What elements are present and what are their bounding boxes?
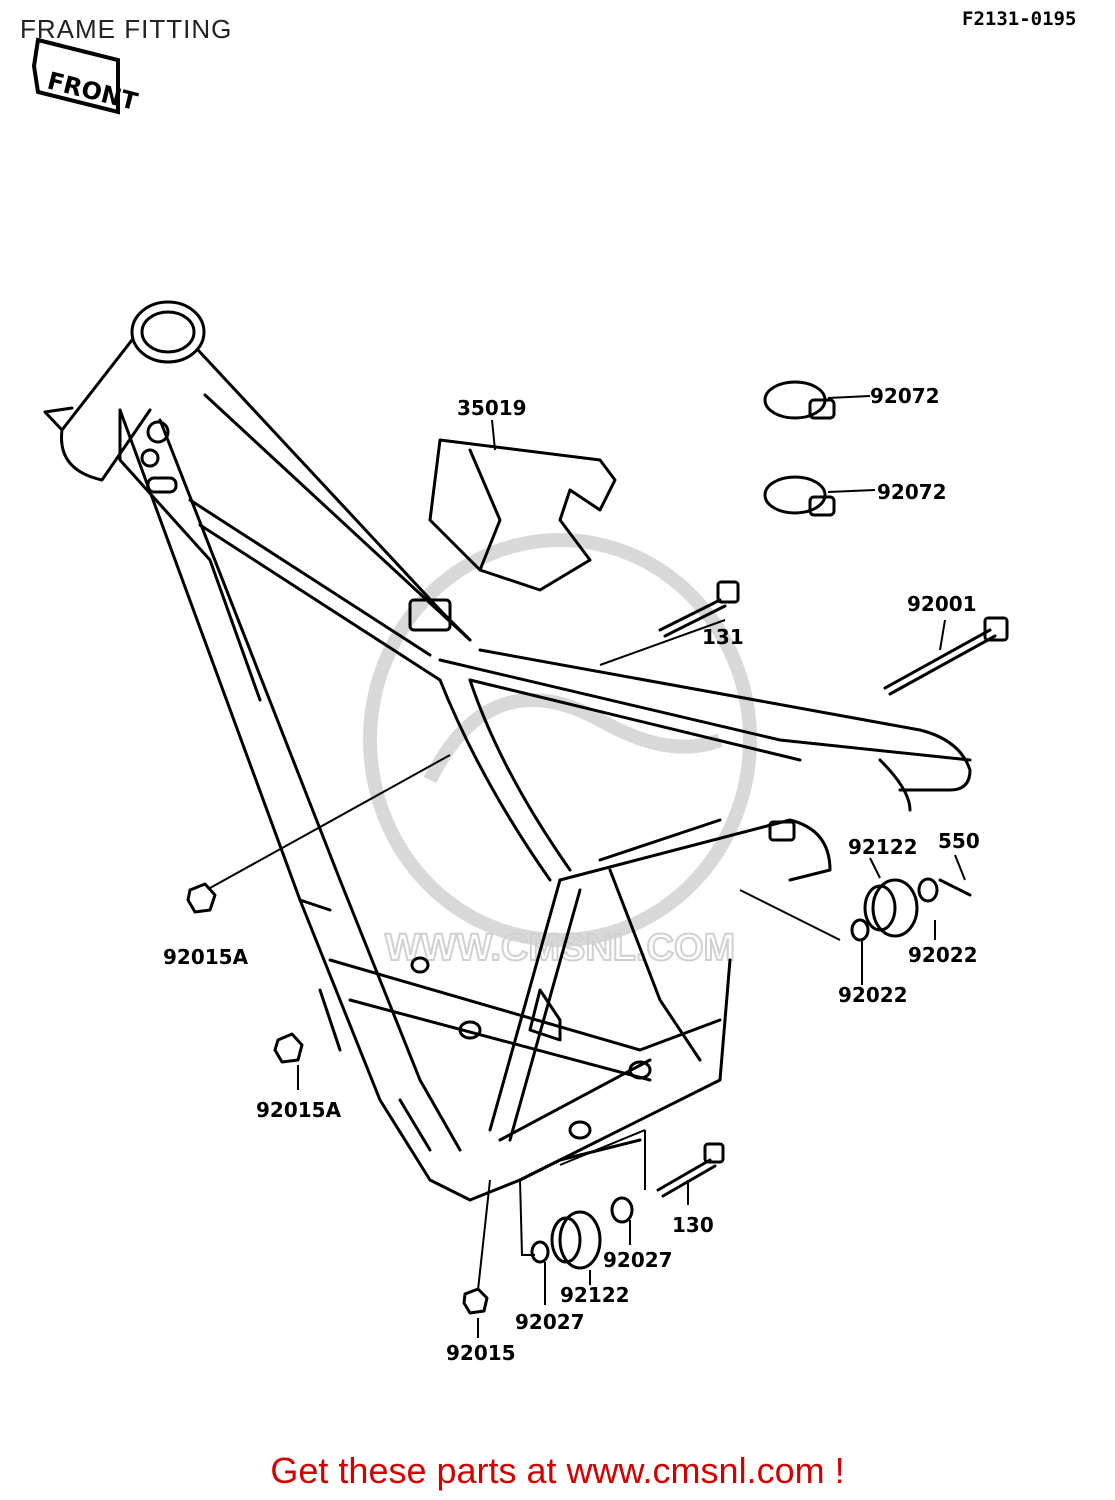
fittings (188, 382, 1007, 1313)
callout-92072-upper[interactable]: 92072 (870, 384, 940, 408)
bolt-131 (660, 600, 720, 630)
hose-clamp-lower (765, 477, 825, 513)
watermark-logo (370, 540, 750, 940)
callout-92027-lower[interactable]: 92027 (515, 1310, 585, 1334)
nut-92015 (464, 1289, 487, 1313)
callout-92122-lower[interactable]: 92122 (560, 1283, 630, 1307)
leader-lines (210, 396, 965, 1338)
callout-130[interactable]: 130 (672, 1213, 714, 1237)
callout-92072-lower[interactable]: 92072 (877, 480, 947, 504)
bolt-130 (658, 1160, 710, 1190)
callout-92015A-upper[interactable]: 92015A (163, 945, 249, 969)
callout-92001[interactable]: 92001 (907, 592, 977, 616)
callout-550[interactable]: 550 (938, 829, 980, 853)
cover-35019 (430, 440, 615, 590)
callout-92015[interactable]: 92015 (446, 1341, 516, 1365)
footer-link[interactable]: Get these parts at www.cmsnl.com ! (270, 1450, 845, 1491)
callout-92022-right[interactable]: 92022 (908, 943, 978, 967)
nut-92015A-lower (275, 1034, 302, 1062)
nut-92015A-upper (188, 884, 215, 912)
damper-92122-lower (560, 1212, 600, 1268)
callout-92122-right[interactable]: 92122 (848, 835, 918, 859)
damper-92122-right (873, 880, 917, 936)
diagram-code: F2131-0195 (962, 8, 1077, 30)
callout-35019[interactable]: 35019 (457, 396, 527, 420)
bolt-92001 (885, 630, 990, 688)
callout-92027-upper[interactable]: 92027 (603, 1248, 673, 1272)
callout-131[interactable]: 131 (702, 625, 744, 649)
frame-illustration (45, 302, 970, 1200)
front-marker: FRONT (34, 40, 141, 116)
callout-92022-left[interactable]: 92022 (838, 983, 908, 1007)
callout-92015A-lower[interactable]: 92015A (256, 1098, 342, 1122)
page-title: FRAME FITTING (20, 14, 233, 44)
